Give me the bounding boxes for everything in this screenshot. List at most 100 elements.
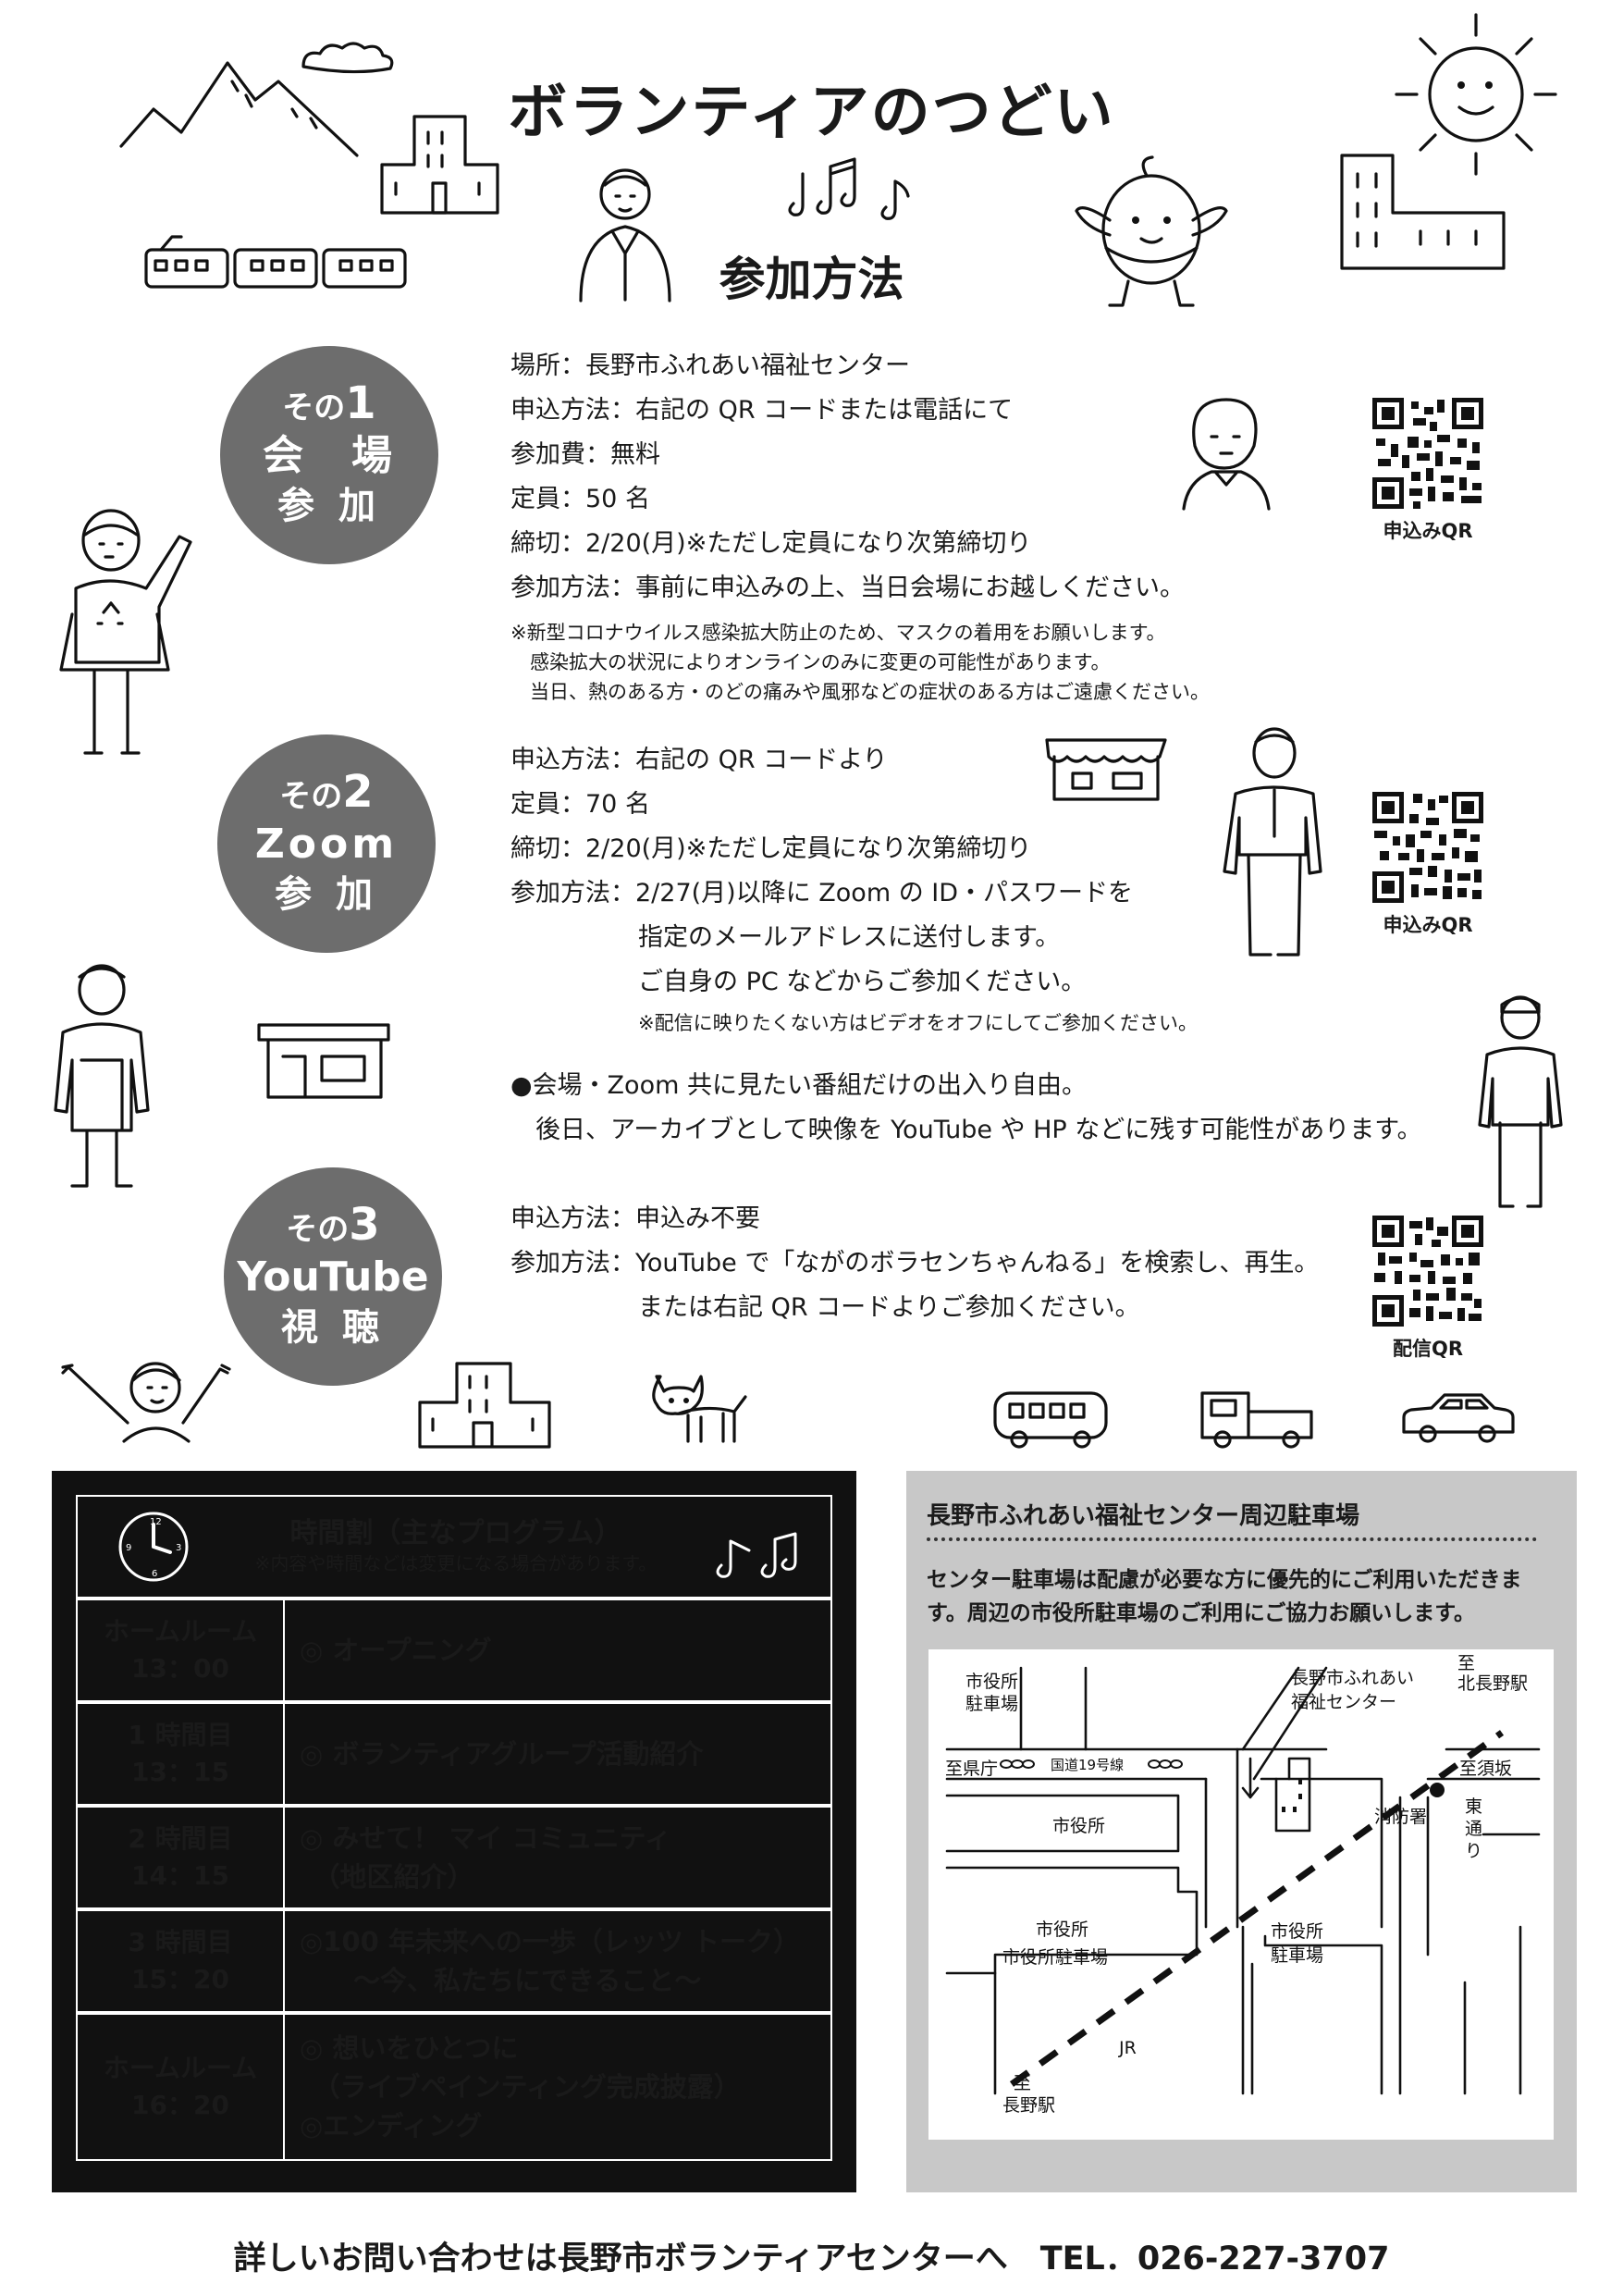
option1-line: 締切：2/20(月)※ただし定員になり次第締切り [510,529,1032,558]
map-label: 市役所 [1036,1920,1089,1940]
common-note-line1: ●会場・Zoom 共に見たい番組だけの出入り自由。 [510,1071,1087,1100]
map-label: 至 [1457,1653,1476,1673]
map-label: 市役所 [965,1672,1019,1692]
map-label: 長野市ふれあい [1291,1668,1415,1688]
option3-badge-line2: YouTube [237,1253,429,1301]
qr-label: 申込みQR [1383,914,1473,936]
cloud-icon [301,42,394,74]
clock-icon: 12 3 6 9 [118,1512,189,1582]
schedule-program: ◎ ボランティアグループ活動紹介 [300,1738,704,1770]
option1-note: 当日、熱のある方・のどの痛みや風邪などの症状のある方はご遠慮ください。 [510,681,1210,703]
schedule-row: ホームルーム 13：00 ◎ オープニング [76,1599,832,1702]
parking-map: 市役所 駐車場 長野市ふれあい 福祉センター 至 北長野駅 至県庁 国道19号線… [928,1649,1554,2140]
option1-line: 場所：長野市ふれあい福祉センター [510,352,910,380]
qr-label: 配信QR [1392,1338,1464,1360]
map-label: 市役所 [1052,1816,1106,1836]
option3-badge-prefix: その [286,1210,350,1248]
option2-line: 締切：2/20(月)※ただし定員になり次第締切り [510,834,1032,863]
page-subtitle: 参加方法 [719,253,904,306]
common-note-line2: 後日、アーカイブとして映像を YouTube や HP などに残す可能性がありま… [510,1116,1422,1144]
schedule-period: 1 時間目 [128,1720,233,1750]
schedule-time: 13：00 [131,1653,229,1684]
option1-badge-prefix: その [282,389,346,426]
common-note: ●会場・Zoom 共に見たい番組だけの出入り自由。 後日、アーカイブとして映像を… [510,1064,1422,1153]
elderly-man-icon [1223,727,1322,957]
train-icon [144,235,407,289]
map-label: 駐車場 [1271,1945,1324,1966]
option3-line: 申込方法：申込み不要 [510,1204,760,1233]
tall-building-icon [1340,154,1506,270]
woman-bust-icon [1182,398,1271,511]
schedule-time: 13：15 [131,1757,229,1787]
option1-line: 申込方法：右記の QR コードまたは電話にて [510,396,1014,425]
mascot-icon [1075,155,1228,307]
option1-badge-number: 1 [345,376,376,429]
option2-note: ※配信に映りたくない方はビデオをオフにしてご参加ください。 [638,1012,1198,1034]
schedule-period: ホームルーム [103,2053,258,2083]
option2-indent-line: ご自身の PC などからご参加ください。 [638,968,1087,996]
option2-line: 申込方法：右記の QR コードより [510,746,888,774]
schedule-time: 15：20 [131,1964,229,1994]
svg-text:9: 9 [126,1543,131,1553]
map-label: 東通り [1465,1796,1483,1861]
option2-info: 申込方法：右記の QR コードより 定員：70 名 締切：2/20(月)※ただし… [510,738,1133,1005]
option2-indent-line: 指定のメールアドレスに送付します。 [638,923,1061,952]
truck-icon [1200,1391,1313,1449]
option1-line: 参加費：無料 [510,440,660,469]
option1-line: 参加方法：事前に申込みの上、当日会場にお越しください。 [510,574,1185,602]
schedule-program: ◎ みせて！ マイ コミュニティ [300,1822,671,1854]
sun-icon [1395,13,1557,176]
cat-icon [652,1375,747,1443]
option1-line: 定員：50 名 [510,485,650,513]
qr-code-icon[interactable] [1372,398,1483,509]
option2-badge-line3: 参 加 [275,872,378,916]
schedule-period: 3 時間目 [128,1927,233,1957]
map-label: 至県庁 [945,1759,999,1779]
schedule-program-sub: ◎エンディング [300,2110,483,2142]
bus-icon [993,1391,1108,1449]
boy-standing-icon [1478,995,1563,1208]
option2-badge-number: 2 [342,765,374,818]
schedule-period: ホームルーム [103,1616,258,1647]
option1-info: 場所：長野市ふれあい福祉センター 申込方法：右記の QR コードまたは電話にて … [510,344,1185,611]
schedule-time: 16：20 [131,2090,229,2120]
schedule-time: 14：15 [131,1860,229,1891]
map-label: 北長野駅 [1457,1673,1529,1694]
option2-line: 定員：70 名 [510,790,650,819]
map-label: 至 [1014,2073,1032,2093]
option3-line: 参加方法：YouTube で「ながのボラセンちゃんねる」を検索し、再生。 [510,1249,1320,1278]
map-label: 国道19号線 [1051,1757,1125,1773]
map-label: 市役所 [1271,1921,1324,1942]
parking-title: 長野市ふれあい福祉センター周辺駐車場 [927,1502,1360,1530]
option1-badge-line3: 参 加 [277,484,381,527]
map-label: 消防署 [1374,1807,1428,1827]
store-front-icon [257,1023,390,1099]
schedule-row: 2 時間目 14：15 ◎ みせて！ マイ コミュニティ （地区紹介） [76,1806,832,1909]
woman-apron-icon [54,964,150,1188]
schedule-panel [52,1471,856,2192]
qr-code-icon[interactable] [1372,1216,1483,1327]
person-cheering-icon [61,1362,231,1443]
svg-text:6: 6 [152,1569,157,1579]
schedule-program: ◎100 年未来への一歩（レッツ トーク） [300,1926,801,1957]
qr-code-icon[interactable] [1372,792,1483,903]
schedule-program-sub: （地区紹介） [300,1861,474,1893]
option2-badge-prefix: その [279,777,343,815]
page-title: ボランティアのつどい [508,79,1115,147]
schedule-program: ◎ オープニング [300,1635,492,1666]
schedule-period: 2 時間目 [128,1823,233,1854]
map-label: 駐車場 [965,1694,1019,1714]
shop-icon [1045,738,1167,801]
map-label: JR [1119,2038,1137,2058]
man-icon [579,168,671,302]
svg-text:12: 12 [150,1517,162,1527]
map-label: 市役所駐車場 [1002,1947,1109,1968]
footer-contact: 詳しいお問い合わせは長野市ボランティアセンターへ TEL．026-227-370… [233,2240,1390,2277]
schoolgirl-waving-icon [59,509,192,755]
option1-note: ※新型コロナウイルス感染拡大防止のため、マスクの着用をお願いします。 [510,622,1166,644]
option1-note: 感染拡大の状況によりオンラインのみに変更の可能性があります。 [510,651,1111,673]
svg-text:3: 3 [176,1543,181,1553]
divider [927,1537,1537,1541]
